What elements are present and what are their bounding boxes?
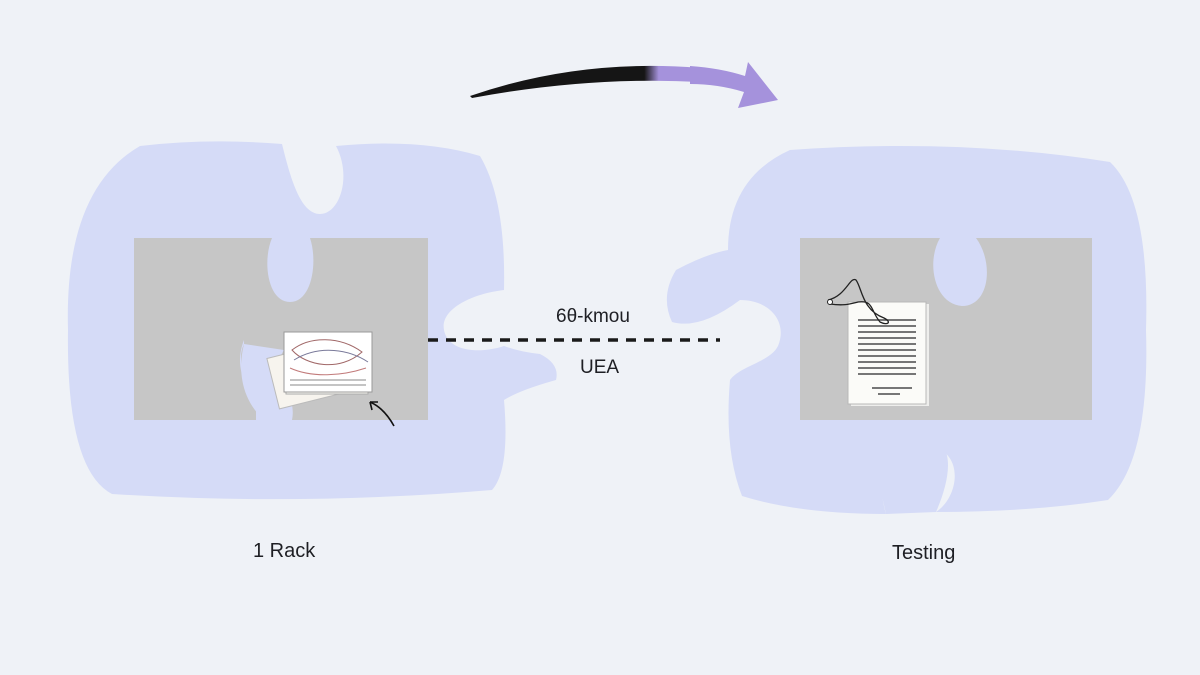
left-puzzle-piece bbox=[67, 141, 557, 500]
connector-bottom-label: UEA bbox=[580, 357, 620, 378]
left-piece-label: 1 Rack bbox=[253, 540, 316, 562]
right-piece-label: Testing bbox=[892, 542, 956, 564]
connector-top-label: 6θ-kmou bbox=[556, 306, 630, 327]
flow-arrow bbox=[470, 62, 778, 108]
sketch-papers-icon bbox=[266, 331, 395, 427]
text-document-icon bbox=[827, 278, 929, 406]
